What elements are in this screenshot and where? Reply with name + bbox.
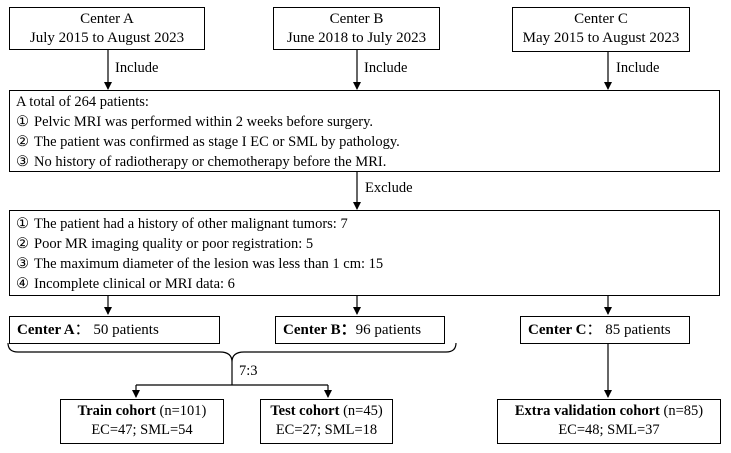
item-number: ② xyxy=(16,236,29,252)
center-c-name: Center C xyxy=(574,11,628,27)
center-c-period: May 2015 to August 2023 xyxy=(522,30,680,46)
center-b-name: Center B xyxy=(329,11,384,27)
item-text: Incomplete clinical or MRI data: 6 xyxy=(34,276,235,292)
center-a-box: Center A July 2015 to August 2023 xyxy=(9,7,205,50)
center-b-count-value: 96 patients xyxy=(355,322,422,338)
exclusion-item: ④ Incomplete clinical or MRI data: 6 xyxy=(16,274,719,294)
include-label-c: Include xyxy=(616,60,660,76)
center-b-box: Center B June 2018 to July 2023 xyxy=(273,7,440,50)
train-cohort-title: Train cohort (n=101) xyxy=(61,402,223,421)
center-c-count-name: Center C xyxy=(528,322,587,338)
train-cohort-n: (n=101) xyxy=(155,403,207,419)
item-text: The maximum diameter of the lesion was l… xyxy=(34,256,384,272)
test-cohort-detail: EC=27; SML=18 xyxy=(275,422,378,438)
center-a-count-name: Center A xyxy=(17,322,75,338)
center-b-count-name: Center B xyxy=(283,322,341,338)
center-c-count-value: 85 patients xyxy=(601,322,671,338)
include-label-b: Include xyxy=(364,60,408,76)
center-c-box: Center C May 2015 to August 2023 xyxy=(512,7,690,52)
extra-validation-cohort-n: (n=85) xyxy=(659,403,704,419)
item-number: ② xyxy=(16,134,29,150)
exclusion-item: ② Poor MR imaging quality or poor registr… xyxy=(16,234,719,254)
merge-bracket xyxy=(7,342,457,363)
inclusion-item: ② The patient was confirmed as stage I EC… xyxy=(16,132,719,152)
item-number: ① xyxy=(16,216,29,232)
center-a-name: Center A xyxy=(80,11,134,27)
center-b-period: June 2018 to July 2023 xyxy=(286,30,427,46)
center-b-count-sep: ： xyxy=(340,322,356,338)
item-text: Poor MR imaging quality or poor registra… xyxy=(34,236,314,252)
extra-validation-cohort-box: Extra validation cohort (n=85) EC=48; SM… xyxy=(497,399,721,444)
test-cohort-n: (n=45) xyxy=(339,403,383,419)
train-cohort-name: Train cohort xyxy=(77,403,156,419)
inclusion-item: ③ No history of radiotherapy or chemother… xyxy=(16,152,719,172)
extra-validation-cohort-title: Extra validation cohort (n=85) xyxy=(498,402,720,421)
test-cohort-title: Test cohort (n=45) xyxy=(261,402,392,421)
item-text: The patient had a history of other malig… xyxy=(34,216,348,232)
item-text: Pelvic MRI was performed within 2 weeks … xyxy=(34,114,374,130)
test-cohort-box: Test cohort (n=45) EC=27; SML=18 xyxy=(260,399,393,444)
center-a-period: July 2015 to August 2023 xyxy=(29,30,185,46)
split-ratio-label: 7:3 xyxy=(239,363,258,379)
exclusion-item: ① The patient had a history of other mali… xyxy=(16,214,719,234)
item-text: No history of radiotherapy or chemothera… xyxy=(34,154,387,170)
inclusion-title: A total of 264 patients: xyxy=(16,94,149,110)
extra-validation-cohort-detail: EC=48; SML=37 xyxy=(558,422,660,438)
inclusion-item: ① Pelvic MRI was performed within 2 weeks… xyxy=(16,112,719,132)
test-cohort-name: Test cohort xyxy=(270,403,340,419)
item-number: ① xyxy=(16,114,29,130)
center-b-count-box: Center B：96 patients xyxy=(275,316,445,344)
item-text: The patient was confirmed as stage I EC … xyxy=(34,134,400,150)
center-a-count-box: Center A： 50 patients xyxy=(9,316,220,344)
center-a-count-sep: ： xyxy=(74,322,90,338)
center-c-count-box: Center C： 85 patients xyxy=(520,316,690,344)
inclusion-criteria-box: A total of 264 patients: ① Pelvic MRI was… xyxy=(9,90,720,172)
center-c-count-sep: ： xyxy=(586,322,602,338)
exclusion-criteria-box: ① The patient had a history of other mali… xyxy=(9,210,720,296)
item-number: ③ xyxy=(16,154,29,170)
item-number: ③ xyxy=(16,256,29,272)
include-label-a: Include xyxy=(115,60,159,76)
exclude-label: Exclude xyxy=(365,180,413,196)
center-a-count-value: 50 patients xyxy=(89,322,159,338)
item-number: ④ xyxy=(16,276,29,292)
extra-validation-cohort-name: Extra validation cohort xyxy=(514,403,660,419)
train-cohort-detail: EC=47; SML=54 xyxy=(91,422,193,438)
exclusion-item: ③ The maximum diameter of the lesion was … xyxy=(16,254,719,274)
train-cohort-box: Train cohort (n=101) EC=47; SML=54 xyxy=(60,399,224,444)
